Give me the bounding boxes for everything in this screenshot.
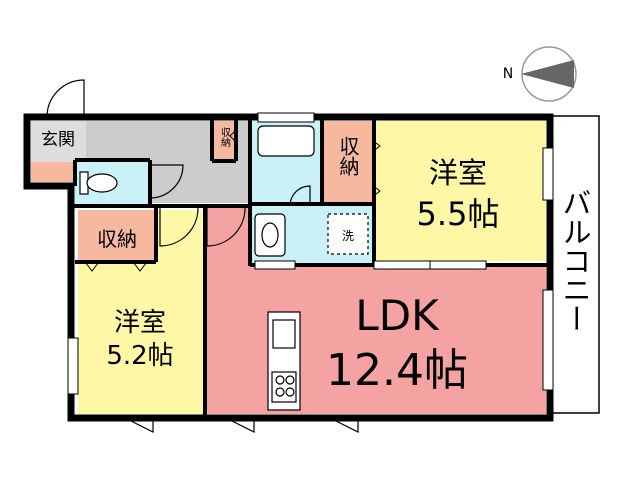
wash-bowl: [261, 222, 279, 248]
kitchen-sink: [272, 319, 296, 349]
north-room-name: 洋室: [429, 156, 487, 190]
window-north-room: [542, 147, 554, 201]
hall-storage: [214, 121, 234, 160]
bottom-door-1: [124, 417, 154, 433]
bath-storage-label: 収納: [336, 136, 360, 176]
bath-storage: [323, 121, 373, 203]
north-room-size: 5.5帖: [417, 195, 500, 233]
west-storage-label: 収納: [97, 227, 137, 251]
genkan-floor: [31, 121, 86, 162]
window-bath: [257, 112, 315, 123]
west-room-floor: [78, 210, 203, 414]
shoe-box: [31, 162, 75, 182]
balcony-area: [550, 115, 600, 414]
washer-space: [327, 213, 369, 255]
sliding-doors: [254, 260, 487, 270]
ldk-size: 12.4帖: [326, 345, 468, 396]
west-storage: [78, 210, 154, 262]
ldk-name: LDK: [355, 291, 440, 340]
compass: N: [503, 46, 577, 102]
hallway-floor: [86, 121, 248, 203]
bathtub: [257, 125, 315, 157]
window-west-room: [67, 337, 79, 395]
entrance-door: [46, 79, 85, 118]
hall-storage-label: 収納: [219, 127, 231, 148]
fixtures: [79, 125, 369, 411]
north-room-floor: [373, 121, 546, 261]
bottom-door-2: [225, 417, 255, 433]
ldk-door: [206, 207, 246, 247]
doors: [46, 79, 359, 433]
toilet-bowl: [86, 173, 118, 193]
window-ldk: [542, 289, 554, 391]
west-room-door: [159, 207, 199, 247]
west-room-name: 洋室: [114, 308, 166, 338]
windows: [67, 112, 554, 395]
compass-north-label: N: [503, 66, 513, 82]
bottom-door-3: [329, 417, 359, 433]
closet-doors: [85, 129, 381, 272]
west-room-size: 5.2帖: [106, 341, 173, 371]
toilet-door: [149, 164, 184, 199]
balcony-label: バルコニー: [558, 188, 592, 333]
compass-arrow-icon: [521, 60, 574, 88]
genkan-label: 玄関: [41, 130, 75, 150]
bath-door: [289, 185, 311, 207]
laundry-label: 洗: [342, 229, 354, 243]
